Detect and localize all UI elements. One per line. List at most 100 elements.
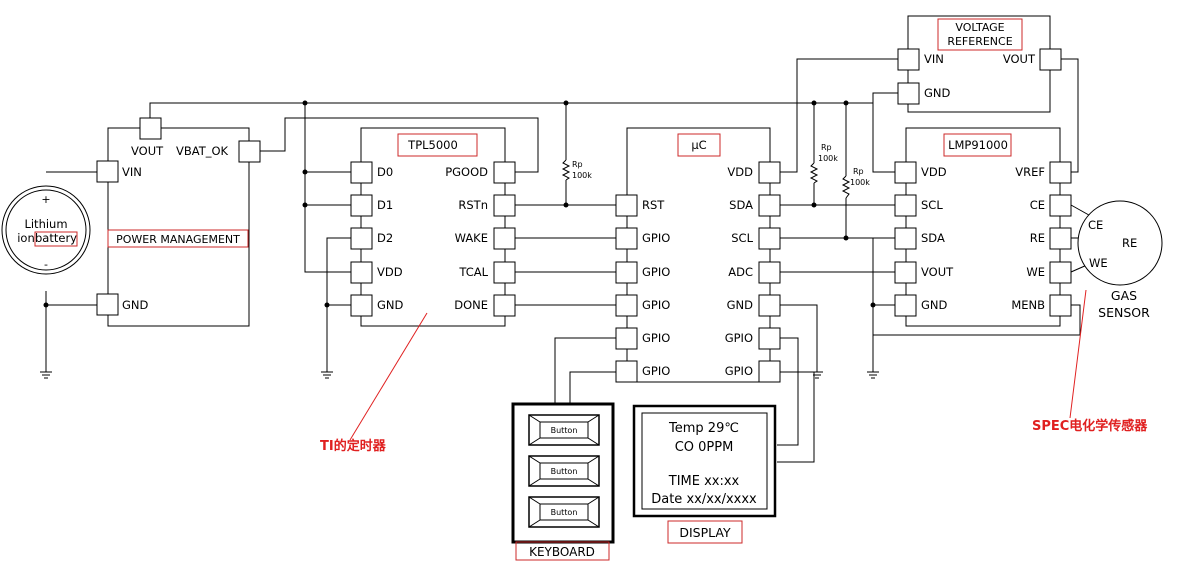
vref-title-line1: VOLTAGE: [955, 21, 1004, 34]
tpl-title: TPL5000: [407, 138, 458, 152]
resistor-name: Rp: [821, 143, 832, 152]
lmp-pin-ce: CE: [1030, 198, 1045, 212]
pm-vbat-ok-label: VBAT_OK: [176, 144, 229, 158]
annotations: TI的定时器 SPEC电化学传感器: [320, 289, 1148, 454]
junction-dots: [43, 100, 876, 308]
tpl-pin-vdd: VDD: [377, 265, 403, 279]
resistor-value: 100k: [818, 154, 838, 163]
resistor-icon: [561, 159, 571, 181]
display-line-co: CO 0PPM: [675, 440, 734, 455]
vref-title-line2: REFERENCE: [947, 35, 1012, 48]
keyboard-button[interactable]: Button: [528, 414, 600, 446]
tpl-pin-d0: D0: [377, 165, 393, 179]
battery-label-battery: battery: [35, 231, 77, 245]
lmp-pin-vout: VOUT: [921, 265, 954, 279]
mcu-pin-gpio: GPIO: [642, 298, 670, 312]
ground-icon: [321, 371, 333, 379]
sensor-re: RE: [1122, 236, 1137, 250]
tpl5000-block: TPL5000 D0 D1 D2 VDD GND PGOOD RSTn WAKE…: [350, 127, 516, 327]
pm-vout-pin: [139, 117, 162, 140]
mcu-pin-vdd: VDD: [727, 165, 753, 179]
wires: [45, 58, 1097, 463]
keyboard-button-label: Button: [551, 467, 578, 476]
mcu-pin-gpio: GPIO: [642, 331, 670, 345]
mcu-pin-gpio: GPIO: [642, 364, 670, 378]
pm-vout-label: VOUT: [131, 144, 164, 158]
power-management-block: VOUT VBAT_OK VIN GND POWER MANAGEMENT: [96, 117, 261, 327]
ground-icon: [811, 371, 823, 379]
mcu-title: µC: [691, 138, 706, 152]
display-label: DISPLAY: [679, 525, 731, 540]
ground-icon: [867, 371, 879, 379]
mcu-pin-gpio: GPIO: [725, 364, 753, 378]
keyboard-button-label: Button: [551, 508, 578, 517]
lmp-pin-re: RE: [1030, 231, 1045, 245]
pm-vbat-ok-pin: [238, 140, 261, 163]
pm-vin-label: VIN: [122, 165, 142, 179]
lmp-title: LMP91000: [948, 138, 1008, 152]
lmp-pin-gnd: GND: [921, 298, 948, 312]
resistor-name: Rp: [853, 167, 864, 176]
tpl-pin-rstn: RSTn: [458, 198, 488, 212]
resistor-name: Rp: [572, 160, 583, 169]
ground-icon: [40, 371, 52, 379]
battery-plus: +: [41, 193, 50, 206]
mcu-pin-adc: ADC: [728, 265, 753, 279]
tpl-pin-d1: D1: [377, 198, 393, 212]
vref-pin-vin: VIN: [924, 52, 944, 66]
gas-sensor: CE RE WE GAS SENSOR: [1077, 200, 1163, 320]
annotation-spec-sensor: SPEC电化学传感器: [1032, 418, 1148, 434]
annotation-ti-timer: TI的定时器: [320, 438, 387, 454]
display-line-temp: Temp 29℃: [668, 421, 739, 436]
tpl-pin-tcal: TCAL: [458, 265, 488, 279]
resistor-icon: [809, 162, 819, 184]
keyboard-button[interactable]: Button: [528, 496, 600, 528]
tpl-pin-gnd: GND: [377, 298, 404, 312]
tpl-pin-d2: D2: [377, 231, 393, 245]
battery: + Lithium ion battery -: [1, 185, 91, 275]
lmp-pin-sda: SDA: [921, 231, 945, 245]
pullup-resistors: Rp 100k Rp 100k Rp 100k: [561, 143, 870, 199]
mcu-pin-gnd: GND: [727, 298, 754, 312]
pm-vin-pin: [96, 160, 119, 183]
tpl-pin-done: DONE: [454, 298, 488, 312]
battery-minus: -: [44, 258, 48, 271]
sensor-label-line2: SENSOR: [1098, 305, 1150, 320]
tpl-pin-wake: WAKE: [455, 231, 488, 245]
keyboard-button-label: Button: [551, 426, 578, 435]
lmp-pin-menb: MENB: [1011, 298, 1045, 312]
voltage-reference-block: VOLTAGE REFERENCE VIN GND VOUT: [897, 15, 1062, 113]
keyboard-label: KEYBOARD: [529, 545, 595, 559]
tpl-pin-pgood: PGOOD: [445, 165, 488, 179]
mcu-pin-sda: SDA: [729, 198, 753, 212]
vref-pin-vout: VOUT: [1003, 52, 1036, 66]
microcontroller-block: µC RST GPIO GPIO GPIO GPIO GPIO VDD SDA …: [615, 127, 781, 383]
ground-symbols: [40, 371, 879, 379]
battery-label-line1: Lithium: [24, 217, 67, 231]
pm-gnd-pin: [96, 293, 119, 316]
resistor-icon: [841, 175, 851, 199]
lmp-pin-scl: SCL: [921, 198, 943, 212]
pm-title: POWER MANAGEMENT: [116, 233, 240, 246]
keyboard-block: Button Button Button KEYBOARD: [511, 402, 615, 561]
lmp-pin-vref: VREF: [1015, 165, 1045, 179]
lmp91000-block: LMP91000 VDD SCL SDA VOUT GND VREF CE RE…: [894, 127, 1072, 327]
mcu-pin-rst: RST: [642, 198, 665, 212]
mcu-pin-gpio: GPIO: [642, 265, 670, 279]
vref-pin-gnd: GND: [924, 86, 951, 100]
lmp-pin-vdd: VDD: [921, 165, 947, 179]
keyboard-button[interactable]: Button: [528, 455, 600, 487]
sensor-label-line1: GAS: [1111, 288, 1137, 303]
resistor-value: 100k: [850, 178, 870, 187]
display-line-time: TIME xx:xx: [668, 474, 740, 489]
sensor-we: WE: [1089, 256, 1108, 270]
battery-label-ion: ion: [17, 231, 35, 245]
mcu-pin-scl: SCL: [731, 231, 753, 245]
mcu-pin-gpio: GPIO: [725, 331, 753, 345]
lmp-pin-we: WE: [1026, 265, 1045, 279]
pm-gnd-label: GND: [122, 298, 149, 312]
display-line-date: Date xx/xx/xxxx: [651, 492, 757, 507]
sensor-ce: CE: [1088, 218, 1103, 232]
mcu-pin-gpio: GPIO: [642, 231, 670, 245]
